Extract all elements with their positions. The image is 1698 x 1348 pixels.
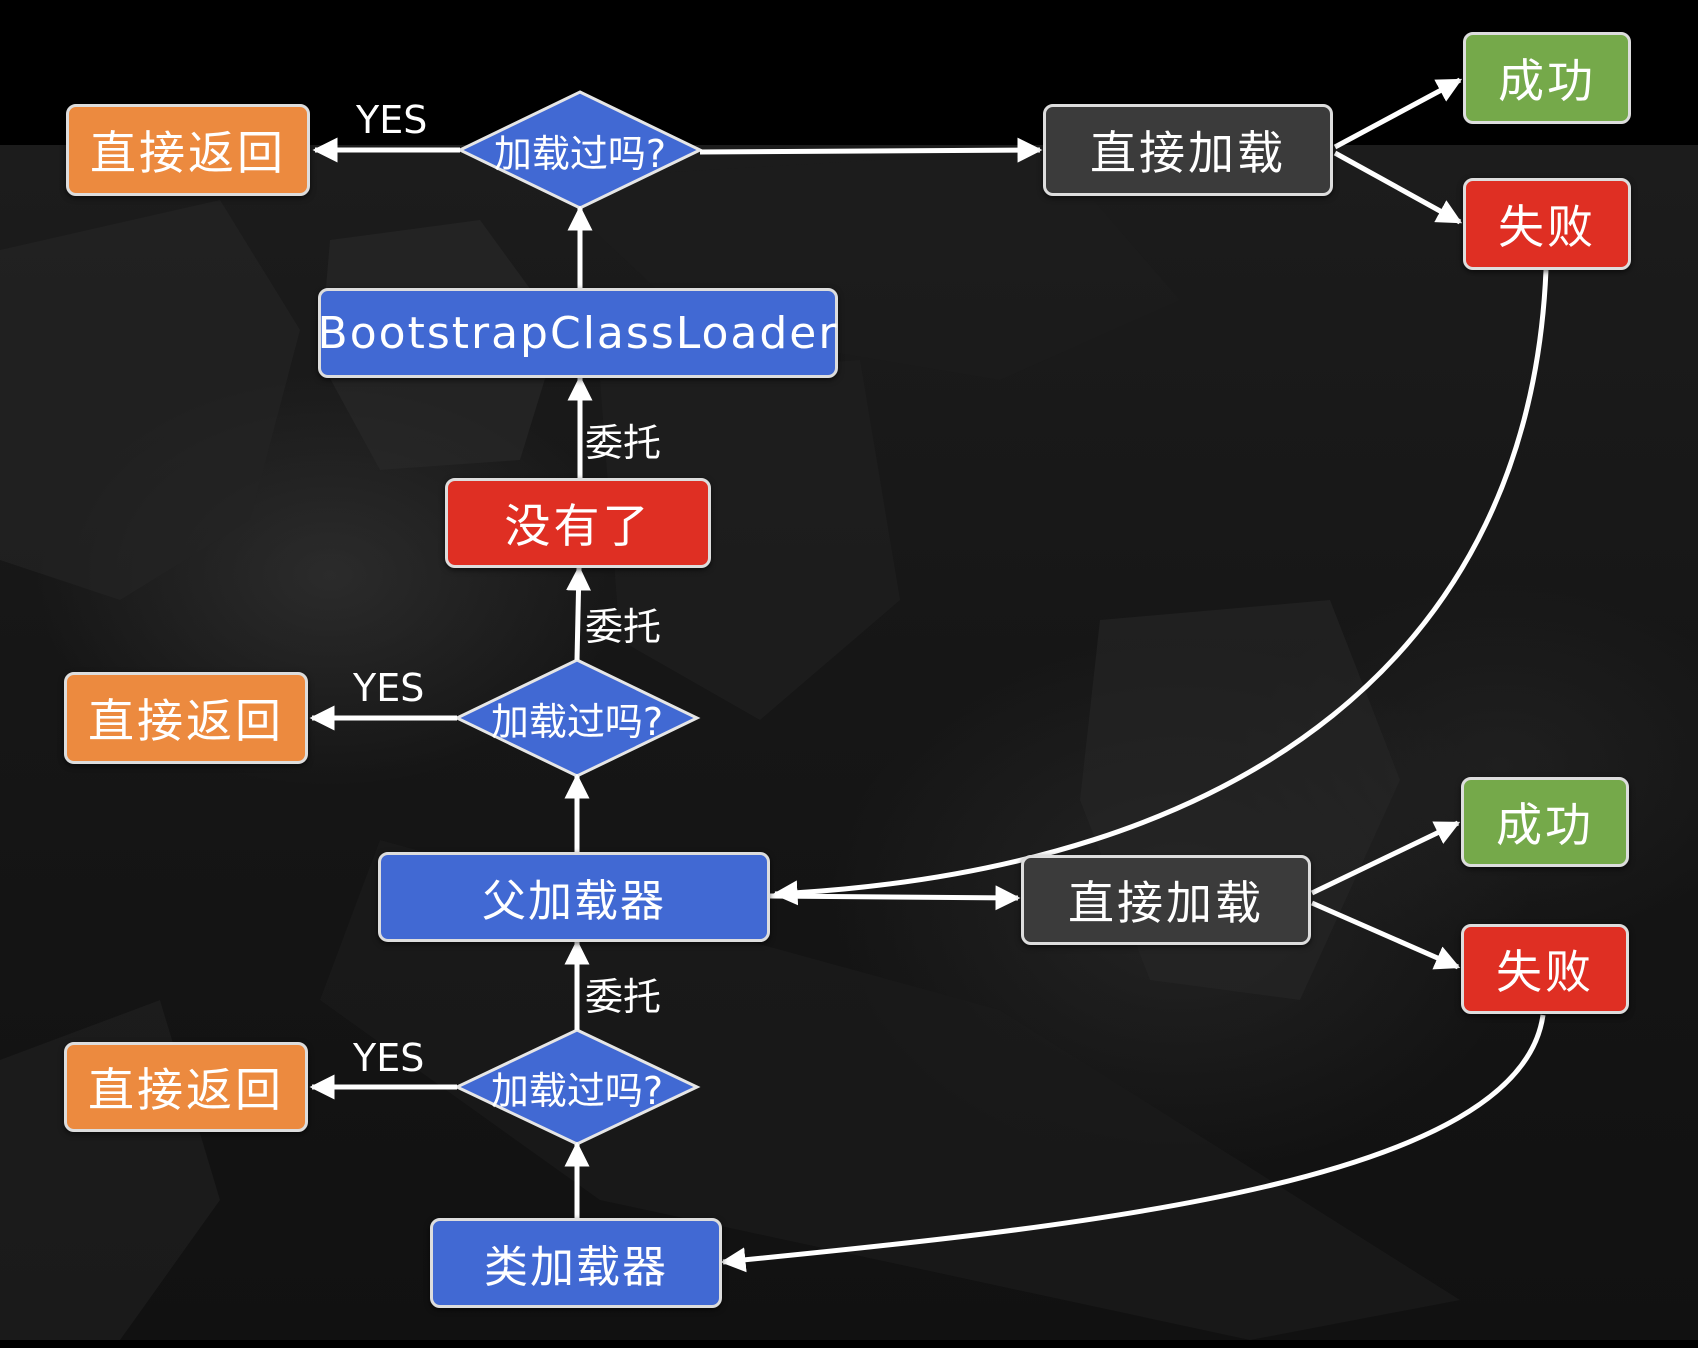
arrow-top-fail-to-parent-loader — [772, 269, 1549, 906]
yes-label-middle: YES — [353, 666, 425, 710]
bottom-strip — [0, 1340, 1698, 1348]
delegate-label-2: 委托 — [585, 605, 662, 649]
none-left-box: 没有了 — [445, 478, 711, 568]
parent-loader-box: 父加载器 — [378, 852, 770, 942]
yes-label-top: YES — [356, 98, 428, 142]
arrow-top-load-to-fail — [1333, 150, 1463, 225]
return-box-bottom: 直接返回 — [64, 1042, 308, 1132]
arrow-middle-load-to-success — [1310, 820, 1461, 896]
fail-box-middle: 失败 — [1461, 924, 1629, 1014]
return-box-middle: 直接返回 — [64, 672, 308, 764]
yes-label-bottom: YES — [353, 1036, 425, 1080]
check-label-top: 加载过吗? — [493, 131, 667, 176]
delegate-label-1: 委托 — [585, 421, 662, 465]
check-label-bottom: 加载过吗? — [490, 1068, 664, 1113]
arrow-middle-check-to-none-left — [566, 565, 592, 661]
fail-box-top: 失败 — [1463, 178, 1631, 270]
check-label-middle: 加载过吗? — [490, 699, 664, 744]
arrow-middle-load-to-fail — [1310, 900, 1461, 970]
success-box-top: 成功 — [1463, 32, 1631, 124]
arrow-top-load-to-success — [1333, 77, 1463, 150]
arrow-middle-fail-to-class-loader — [720, 1014, 1546, 1273]
class-loader-box: 类加载器 — [430, 1218, 722, 1308]
delegate-label-3: 委托 — [585, 975, 662, 1019]
direct-load-box-top: 直接加载 — [1043, 104, 1333, 196]
bootstrap-class-loader-box: BootstrapClassLoader — [318, 288, 838, 378]
arrow-top-check-to-load — [699, 137, 1043, 163]
success-box-middle: 成功 — [1461, 777, 1629, 867]
return-box-top: 直接返回 — [66, 104, 310, 196]
arrow-parent-loader-to-load — [769, 885, 1021, 911]
direct-load-box-middle: 直接加载 — [1021, 855, 1311, 945]
